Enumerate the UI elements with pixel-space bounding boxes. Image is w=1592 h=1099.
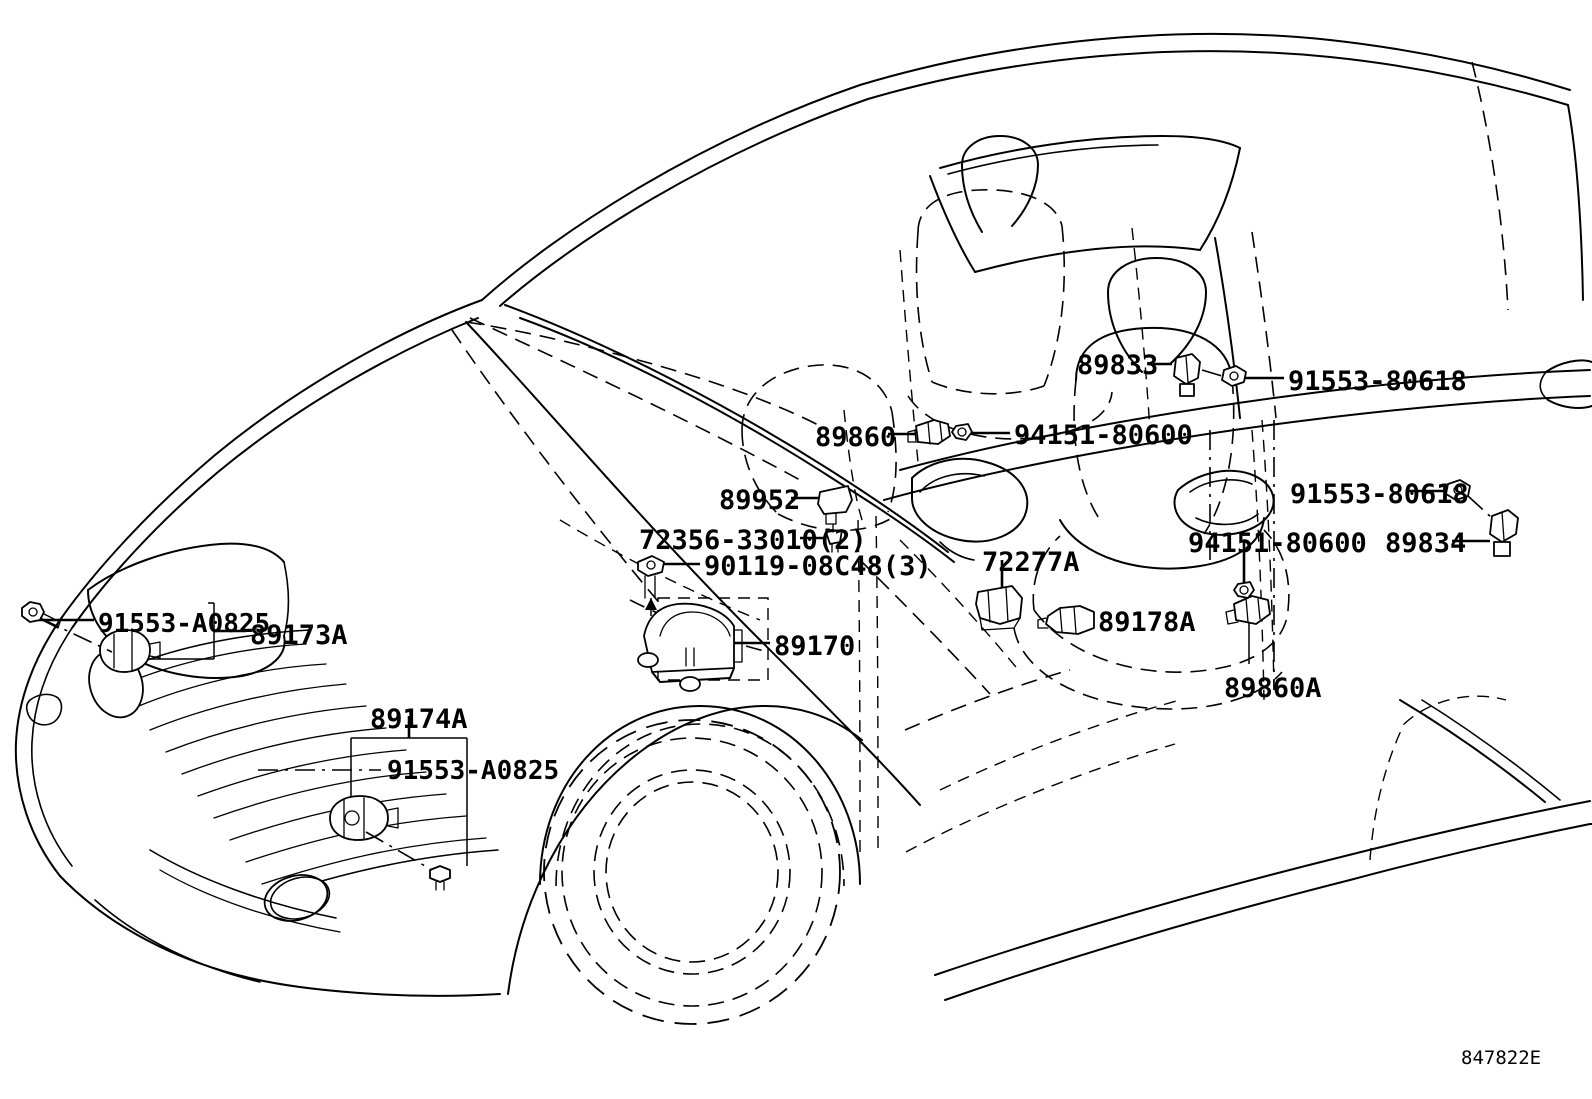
label-89860: 89860 — [815, 422, 897, 453]
leader-lines — [38, 362, 1490, 866]
part-89860a — [1225, 581, 1271, 625]
part-89952 — [817, 485, 853, 553]
label-94151-80600-a: 94151-80600 — [1014, 420, 1193, 451]
label-89170: 89170 — [774, 631, 856, 662]
label-89952: 89952 — [719, 485, 801, 516]
part-72277a — [975, 585, 1023, 631]
part-89170 — [637, 555, 769, 692]
front-end-detail — [25, 542, 499, 933]
part-89178a — [1037, 605, 1095, 635]
part-89833 — [1173, 353, 1247, 397]
rear-wheel-arch — [1369, 695, 1507, 861]
label-91553-80618-a: 91553-80618 — [1288, 366, 1467, 397]
label-72356-33010: 72356-33010(2) — [639, 525, 867, 556]
part-89834 — [1445, 479, 1519, 557]
diagram-code: 847822E — [1461, 1047, 1542, 1069]
dashboard-console — [451, 321, 1181, 853]
label-91553-a0825-b: 91553-A0825 — [387, 756, 560, 786]
label-89833: 89833 — [1077, 350, 1159, 381]
side-mirror — [911, 457, 1029, 561]
part-89174a — [329, 795, 451, 891]
label-89834: 89834 — [1385, 528, 1467, 559]
label-91553-80618-b: 91553-80618 — [1290, 479, 1469, 510]
door-handles — [1173, 359, 1592, 536]
label-90119-08c48: 90119-08C48(3) — [704, 551, 932, 582]
label-94151-80600-b: 94151-80600 — [1188, 528, 1367, 559]
label-91553-a0825-a: 91553-A0825 — [98, 609, 271, 639]
car-body-outline — [14, 32, 1592, 1001]
greenhouse-glass — [469, 61, 1509, 861]
label-89860a: 89860A — [1224, 673, 1322, 704]
part-89173a — [21, 601, 161, 673]
label-89178a: 89178A — [1098, 607, 1196, 638]
label-89174a: 89174A — [370, 704, 468, 735]
part-89860 — [907, 419, 973, 445]
front-wheel — [539, 705, 861, 1025]
label-72277a: 72277A — [982, 547, 1080, 578]
label-89173a: 89173A — [250, 620, 348, 651]
